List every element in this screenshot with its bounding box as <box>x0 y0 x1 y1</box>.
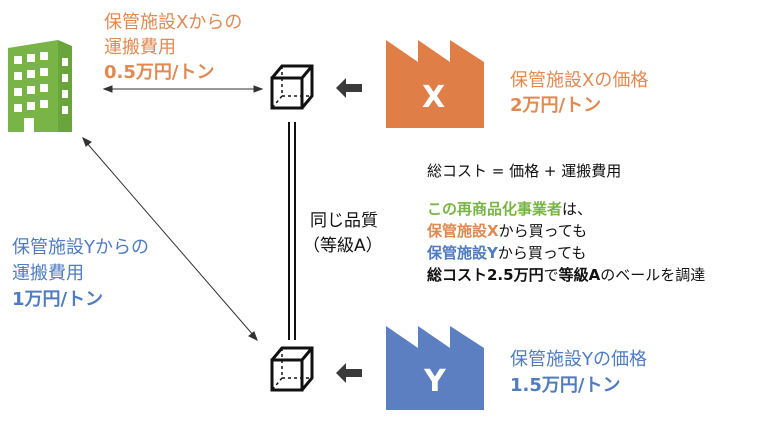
conclusion-text: この再商品化事業者は、 保管施設Xから買っても 保管施設Yから買っても 総コスト… <box>427 200 706 284</box>
factory-icon <box>386 40 484 128</box>
facility-y-cost-line1: 保管施設Yからの <box>12 237 149 258</box>
facility-x-cost-value: 0.5万円/トン <box>104 62 215 83</box>
factory-x-label: X <box>422 80 446 115</box>
facility-y-cost-line2: 運搬費用 <box>12 263 84 284</box>
total-cost-value: 総コスト2.5万円 <box>427 266 544 284</box>
total-cost-formula: 総コスト = 価格 + 運搬費用 <box>427 162 622 180</box>
facility-y-price-label: 保管施設Yの価格 <box>510 349 647 370</box>
facility-x-price-label: 保管施設Xの価格 <box>510 70 649 91</box>
grade-ref: 等級A <box>558 266 601 284</box>
factory-icon <box>386 326 484 410</box>
facility-y-cost-value: 1万円/トン <box>12 289 104 310</box>
bale-cube-icon <box>270 64 314 110</box>
same-quality-connector <box>288 122 296 340</box>
same-quality-label: 同じ品質 <box>310 211 378 231</box>
facility-x-cost-line2: 運搬費用 <box>104 37 176 58</box>
facility-x-ref: 保管施設X <box>427 222 499 240</box>
facility-y-ref: 保管施設Y <box>427 244 498 262</box>
recycler-label: この再商品化事業者 <box>427 200 563 218</box>
arrow-left-icon <box>336 78 362 98</box>
transport-arrow-y <box>82 136 258 342</box>
bale-cube-icon <box>270 346 314 392</box>
facility-y-price-value: 1.5万円/トン <box>510 375 621 396</box>
transport-arrow-x <box>102 85 264 93</box>
grade-label: （等級A） <box>303 236 383 256</box>
facility-x-price-value: 2万円/トン <box>510 95 602 116</box>
facility-x-cost-line1: 保管施設Xからの <box>104 12 243 33</box>
factory-y-label: Y <box>424 364 446 399</box>
office-building-icon <box>8 40 72 132</box>
arrow-left-icon <box>336 363 362 383</box>
